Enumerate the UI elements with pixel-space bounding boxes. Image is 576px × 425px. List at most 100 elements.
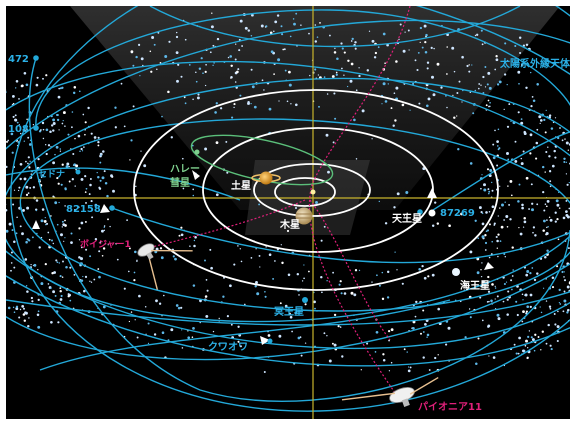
- kbo-dot: [181, 347, 184, 349]
- kbo-dot: [407, 29, 410, 32]
- kbo-dot: [273, 73, 275, 75]
- kbo-dot: [40, 219, 44, 223]
- kbo-dot: [484, 66, 487, 68]
- kbo-dot: [382, 82, 386, 86]
- kbo-dot: [58, 87, 61, 90]
- kbo-dot: [436, 62, 440, 66]
- kbo-dot: [140, 150, 142, 152]
- kbo-dot: [247, 29, 251, 32]
- kbo-dot: [386, 270, 390, 274]
- kbo-dot: [278, 100, 280, 102]
- kbo-dot: [496, 140, 499, 143]
- kbo-dot: [569, 162, 570, 165]
- kbo-dot: [176, 79, 179, 83]
- label-neptune: 海王星: [460, 279, 490, 292]
- kbo-dot: [481, 222, 485, 226]
- kbo-dot: [161, 331, 165, 334]
- kbo-dot: [71, 111, 74, 113]
- kbo-dot: [504, 42, 507, 45]
- kbo-dot: [526, 356, 529, 359]
- kbo-dot: [437, 307, 440, 311]
- kbo-dot: [254, 285, 257, 288]
- kbo-dot: [130, 311, 133, 313]
- kbo-dot: [563, 276, 565, 278]
- kbo-dot: [6, 203, 7, 206]
- kbo-dot: [531, 208, 534, 212]
- kbo-dot: [273, 30, 275, 33]
- kbo-dot: [67, 133, 70, 136]
- kbo-dot: [204, 84, 207, 87]
- kbo-dot: [282, 48, 285, 51]
- kbo-dot: [93, 136, 97, 139]
- kbo-dot: [30, 173, 33, 175]
- kbo-dot: [234, 58, 237, 61]
- object-87269: [417, 209, 423, 215]
- kbo-dot: [82, 275, 84, 278]
- kbo-dot: [503, 282, 506, 286]
- kbo-dot: [236, 70, 239, 74]
- kbo-dot: [289, 315, 293, 319]
- kbo-dot: [6, 209, 8, 212]
- label-voyager1: ボイジャー1: [80, 238, 131, 250]
- kbo-dot: [267, 334, 271, 337]
- kbo-dot: [510, 120, 512, 122]
- kbo-dot: [491, 283, 494, 286]
- kbo-dot: [563, 271, 565, 273]
- kbo-dot: [384, 222, 388, 225]
- kbo-dot: [233, 263, 236, 266]
- kbo-dot: [544, 62, 547, 64]
- pluto: [302, 297, 308, 303]
- kbo-dot: [101, 229, 104, 233]
- kbo-dot: [12, 203, 15, 206]
- kbo-dot: [514, 159, 518, 163]
- kbo-dot: [181, 329, 183, 331]
- kbo-dot: [332, 141, 335, 144]
- kbo-dot: [494, 287, 497, 289]
- kbo-dot: [484, 249, 487, 251]
- kbo-dot: [431, 75, 434, 79]
- kbo-dot: [445, 343, 448, 346]
- kbo-dot: [514, 44, 517, 48]
- kbo-dot: [548, 305, 552, 308]
- kbo-dot: [531, 338, 535, 342]
- kbo-dot: [497, 145, 499, 147]
- kbo-dot: [425, 33, 428, 37]
- kbo-dot: [565, 199, 568, 202]
- kbo-dot: [97, 268, 100, 270]
- kbo-dot: [73, 208, 77, 212]
- kbo-dot: [542, 229, 545, 232]
- kbo-dot: [545, 109, 547, 112]
- kbo-dot: [40, 129, 42, 131]
- kbo-dot: [326, 280, 328, 282]
- kbo-dot: [564, 138, 566, 140]
- kbo-dot: [553, 313, 556, 315]
- kbo-dot: [374, 351, 377, 353]
- kbo-dot: [218, 343, 220, 345]
- kbo-dot: [181, 157, 184, 160]
- kbo-dot: [25, 240, 28, 244]
- kbo-dot: [51, 271, 54, 275]
- kbo-dot: [478, 87, 480, 90]
- kbo-dot: [289, 35, 292, 38]
- kbo-dot: [280, 25, 283, 28]
- kbo-dot: [568, 181, 570, 184]
- kbo-dot: [123, 287, 126, 290]
- kbo-dot: [24, 258, 28, 261]
- kbo-dot: [23, 140, 25, 142]
- kbo-dot: [496, 295, 499, 298]
- kbo-dot: [536, 83, 539, 86]
- kbo-dot: [64, 187, 67, 190]
- kbo-dot: [78, 239, 81, 241]
- kbo-dot: [56, 118, 60, 122]
- kbo-dot: [84, 175, 87, 178]
- kbo-dot: [103, 229, 106, 232]
- kbo-dot: [52, 122, 56, 125]
- kbo-dot: [294, 311, 298, 315]
- kbo-dot: [97, 140, 100, 144]
- kbo-dot: [488, 192, 490, 195]
- kbo-dot: [561, 270, 564, 274]
- kbo-dot: [334, 47, 336, 50]
- kbo-dot: [430, 46, 433, 50]
- kbo-dot: [488, 190, 491, 193]
- kbo-dot: [251, 85, 255, 89]
